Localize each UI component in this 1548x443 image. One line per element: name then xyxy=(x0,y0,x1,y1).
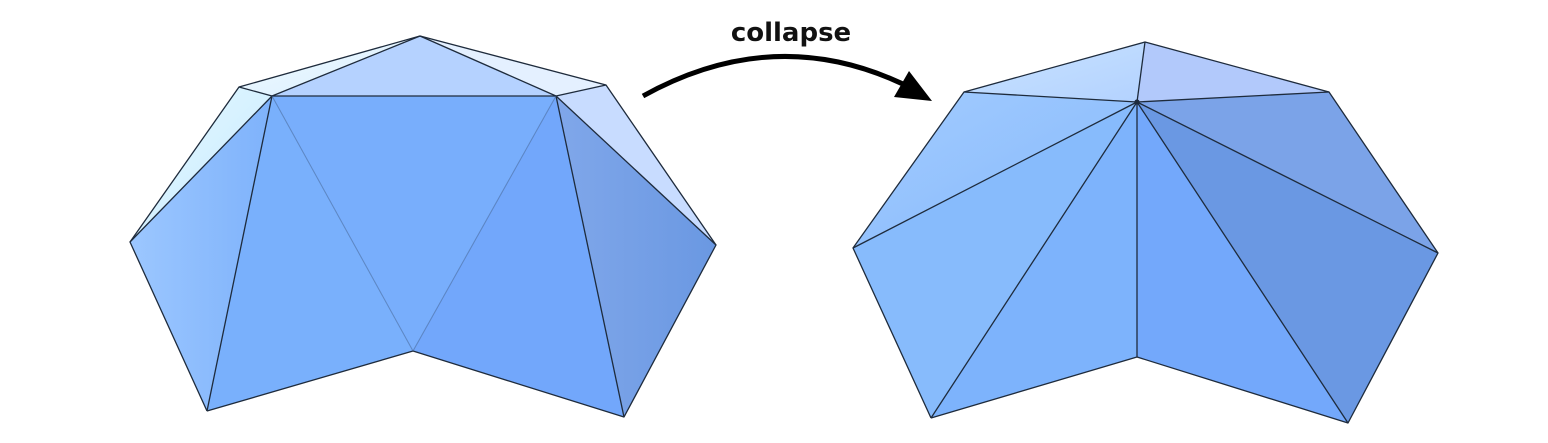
edge xyxy=(555,95,625,418)
edge xyxy=(1136,101,1439,254)
face-center xyxy=(272,96,556,351)
edge xyxy=(271,35,421,97)
edge-faint xyxy=(412,95,557,352)
face-left-outer xyxy=(853,102,1137,418)
face-right-outer xyxy=(556,96,716,417)
face-left-outer xyxy=(130,96,272,411)
edge xyxy=(555,95,717,246)
edge xyxy=(1136,41,1146,103)
arrow-shaft xyxy=(641,54,917,99)
collapsed-vertex xyxy=(1134,99,1140,105)
face-top-strip-right xyxy=(420,36,606,96)
face-top-right xyxy=(1137,42,1329,102)
collapse-label: collapse xyxy=(731,18,851,48)
mesh-after-collapse xyxy=(852,41,1439,424)
edge xyxy=(1136,101,1349,424)
edge xyxy=(963,91,1138,103)
face-left-upper xyxy=(853,92,1137,248)
edge xyxy=(129,95,273,243)
edge xyxy=(1136,91,1330,103)
edge xyxy=(238,86,273,97)
mesh-before-collapse xyxy=(129,35,717,418)
face-top-right-pale xyxy=(556,85,716,245)
edge-faint xyxy=(271,95,414,352)
face-left-inner xyxy=(207,96,413,411)
collapse-arrow xyxy=(641,54,932,101)
edge xyxy=(852,101,1138,249)
face-right-inner xyxy=(413,96,624,417)
face-right-outer xyxy=(1137,102,1438,423)
face-right-upper xyxy=(1137,92,1438,253)
face-top-left-pale xyxy=(130,87,272,242)
arrow-head xyxy=(894,71,932,101)
edge xyxy=(555,84,607,97)
edge xyxy=(930,101,1138,419)
edge xyxy=(419,35,557,97)
face-top-left-blue xyxy=(272,36,556,96)
edge xyxy=(206,95,273,412)
face-top-left xyxy=(964,42,1145,102)
face-top-strip-left xyxy=(239,36,420,96)
